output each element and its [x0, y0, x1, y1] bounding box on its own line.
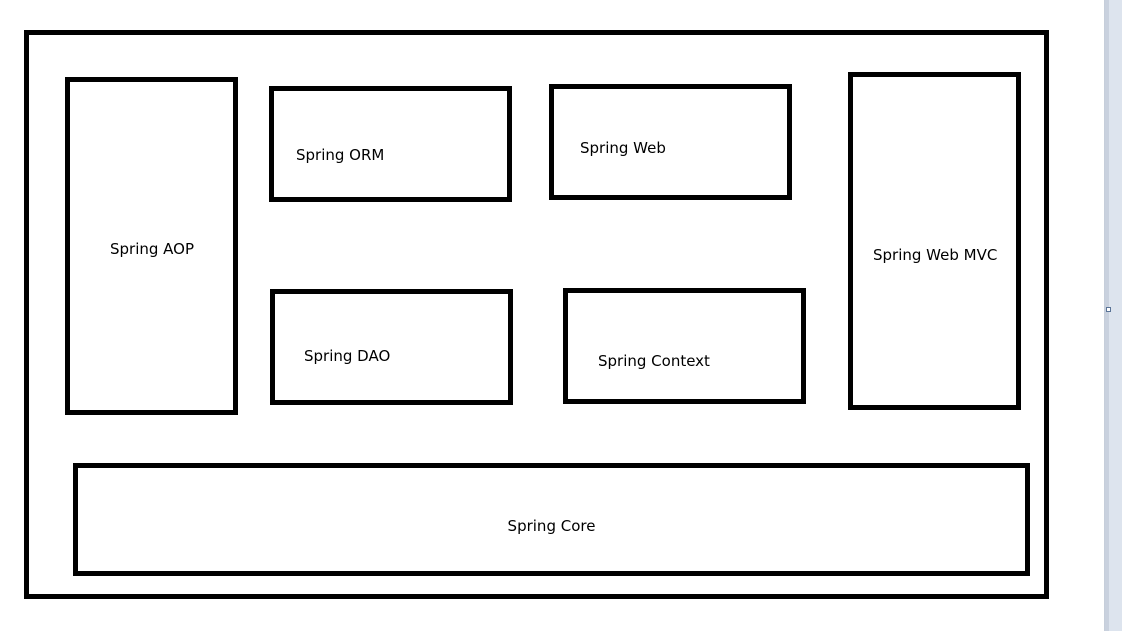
module-spring-web: Spring Web: [549, 84, 792, 200]
scroll-track: [1105, 0, 1109, 631]
module-spring-core: Spring Core: [73, 463, 1030, 576]
module-spring-orm: Spring ORM: [269, 86, 512, 202]
module-spring-aop: Spring AOP: [65, 77, 238, 415]
module-label-web-mvc: Spring Web MVC: [873, 246, 998, 264]
module-label-aop: Spring AOP: [110, 240, 195, 258]
module-label-core: Spring Core: [507, 517, 596, 535]
module-spring-web-mvc: Spring Web MVC: [848, 72, 1021, 410]
side-scroll-strip[interactable]: [1104, 0, 1122, 631]
module-label-dao: Spring DAO: [304, 347, 391, 365]
scroll-handle[interactable]: [1106, 307, 1111, 312]
module-label-web: Spring Web: [580, 139, 666, 157]
outer-frame: [24, 30, 1049, 599]
module-label-context: Spring Context: [598, 352, 710, 370]
module-label-orm: Spring ORM: [296, 146, 385, 164]
module-spring-dao: Spring DAO: [270, 289, 513, 405]
module-spring-context: Spring Context: [563, 288, 806, 404]
